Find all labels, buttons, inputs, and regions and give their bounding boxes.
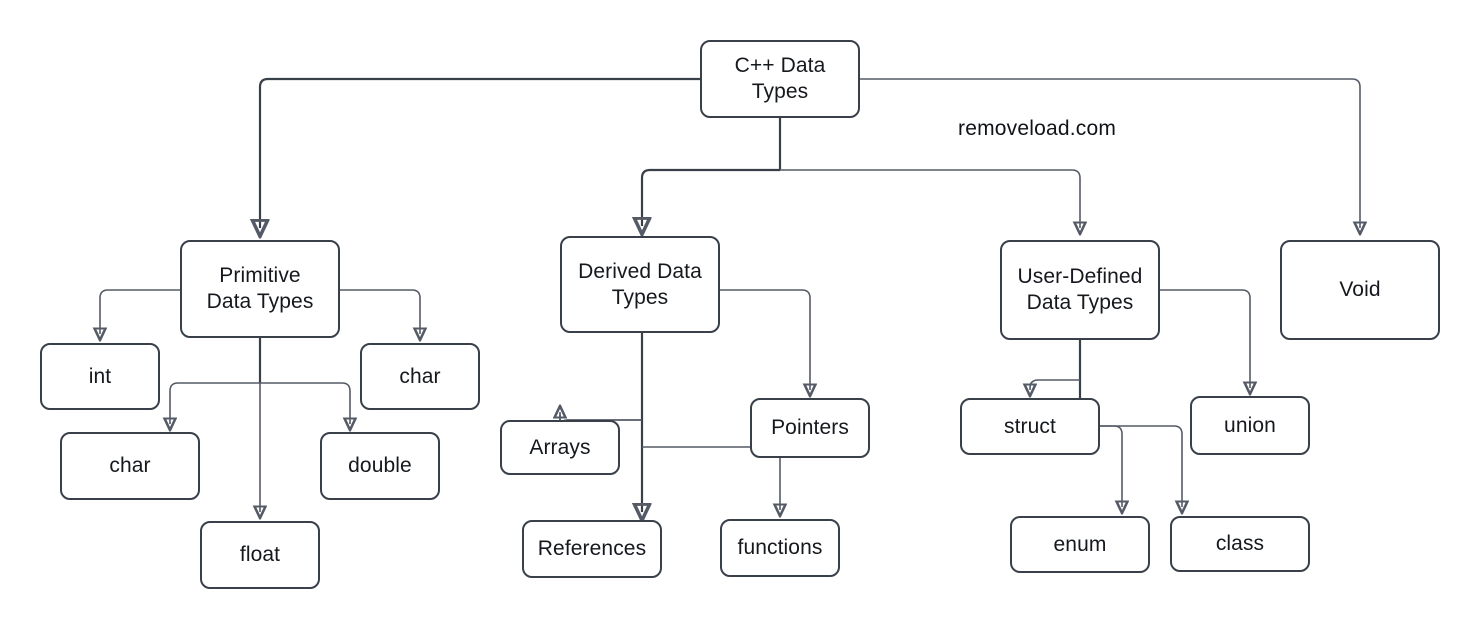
node-class[interactable]: class bbox=[1170, 516, 1310, 572]
node-float-label: float bbox=[239, 543, 281, 567]
node-union-label: union bbox=[1224, 413, 1276, 437]
node-struct-label: struct bbox=[1004, 414, 1056, 438]
edge-root-derived bbox=[642, 168, 780, 226]
node-enum-label: enum bbox=[1053, 532, 1107, 556]
node-float[interactable]: float bbox=[200, 521, 320, 589]
node-derived-label: Derived Data Types bbox=[566, 259, 714, 310]
edge-derived-pointers bbox=[720, 289, 810, 390]
edge-primitive-double bbox=[260, 382, 350, 424]
node-arrays[interactable]: Arrays bbox=[500, 420, 620, 475]
node-root-line2: Types bbox=[751, 80, 809, 103]
node-char-lower[interactable]: char bbox=[60, 432, 200, 500]
node-char-right-label: char bbox=[399, 364, 441, 388]
node-primitive[interactable]: Primitive Data Types bbox=[180, 240, 340, 338]
node-derived[interactable]: Derived Data Types bbox=[560, 236, 720, 333]
node-derived-line1: Derived Data bbox=[578, 259, 702, 283]
node-int-label: int bbox=[88, 364, 112, 388]
node-userdefined-label: User-Defined Data Types bbox=[1006, 264, 1155, 315]
node-root-label: C++ Data Types bbox=[723, 53, 838, 104]
node-references[interactable]: References bbox=[522, 520, 662, 578]
node-struct[interactable]: struct bbox=[960, 398, 1100, 455]
node-root[interactable]: C++ Data Types bbox=[700, 40, 860, 118]
node-void-label: Void bbox=[1339, 278, 1381, 302]
node-primitive-line1: Primitive bbox=[219, 264, 301, 288]
edge-primitive-char-right bbox=[340, 289, 420, 334]
edge-ud-class bbox=[1080, 425, 1182, 507]
node-arrays-label: Arrays bbox=[529, 435, 591, 459]
node-double[interactable]: double bbox=[320, 432, 440, 500]
watermark: removeload.com bbox=[958, 117, 1117, 140]
node-userdefined-line2: Data Types bbox=[1026, 291, 1134, 314]
node-functions-label: functions bbox=[737, 536, 823, 560]
node-primitive-line2: Data Types bbox=[206, 290, 314, 313]
node-double-label: double bbox=[348, 454, 412, 478]
edge-root-void bbox=[860, 78, 1360, 228]
node-void[interactable]: Void bbox=[1280, 240, 1440, 340]
edge-primitive-char-lower bbox=[170, 382, 260, 424]
node-enum[interactable]: enum bbox=[1010, 516, 1150, 573]
edge-ud-union bbox=[1160, 289, 1250, 388]
node-userdefined[interactable]: User-Defined Data Types bbox=[1000, 240, 1160, 340]
node-class-label: class bbox=[1215, 532, 1265, 556]
node-char-right[interactable]: char bbox=[360, 343, 480, 410]
node-pointers[interactable]: Pointers bbox=[750, 398, 870, 458]
node-derived-line2: Types bbox=[611, 285, 669, 309]
node-char-lower-label: char bbox=[109, 454, 151, 478]
node-pointers-label: Pointers bbox=[771, 416, 849, 440]
edge-root-primitive bbox=[260, 77, 700, 228]
node-userdefined-line1: User-Defined bbox=[1017, 265, 1143, 289]
node-int[interactable]: int bbox=[40, 343, 160, 410]
edge-root-userdefined bbox=[780, 169, 1080, 228]
node-root-line1: C++ Data bbox=[734, 54, 826, 78]
node-primitive-label: Primitive Data Types bbox=[195, 263, 326, 314]
node-references-label: References bbox=[537, 537, 647, 561]
edge-primitive-int bbox=[100, 289, 180, 334]
node-union[interactable]: union bbox=[1190, 396, 1310, 455]
node-functions[interactable]: functions bbox=[720, 519, 840, 577]
edge-ud-struct bbox=[1030, 379, 1080, 390]
